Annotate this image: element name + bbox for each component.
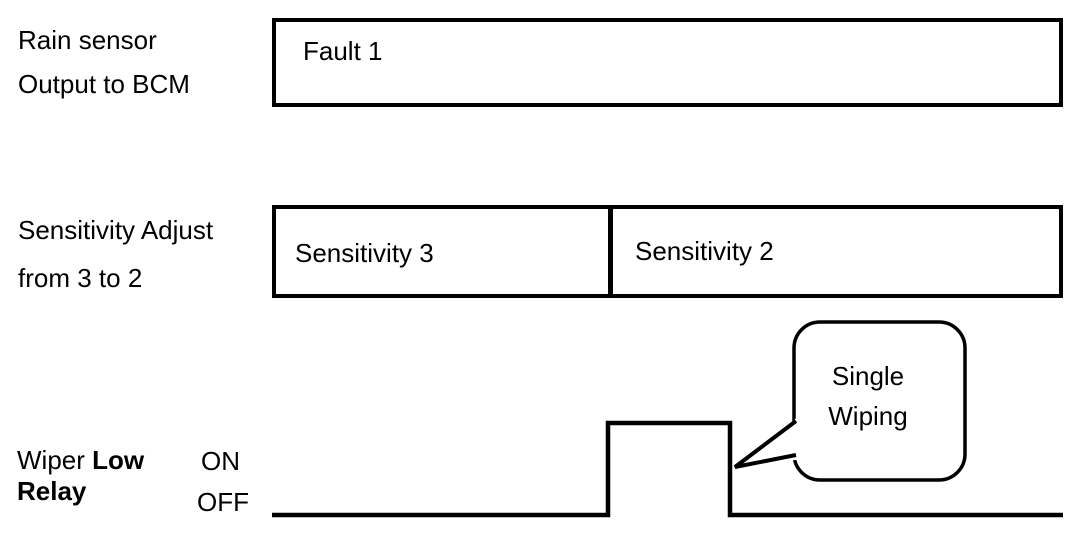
sensitivity-label-line2: from 3 to 2 [18,263,143,293]
relay-off-level-label: OFF [197,487,249,517]
single-wiping-callout: Single Wiping [782,356,954,436]
sensitivity-signal-box [272,205,1063,298]
fault-signal-box [272,18,1063,107]
wiper-relay-label-word2: Low [92,445,145,475]
sensitivity-label-line1: Sensitivity Adjust [18,215,214,245]
rain-sensor-label-line1: Rain sensor [18,25,157,55]
fault-state-label: Fault 1 [303,36,383,66]
callout-text-line2: Wiping [828,401,908,431]
sensitivity-transition-divider [608,209,613,294]
sensitivity-2-label: Sensitivity 2 [635,236,774,266]
wiper-relay-label-line1: Wiper Low [17,447,144,473]
rain-sensor-label-line2: Output to BCM [18,69,190,99]
callout-tail-outline [733,419,798,469]
sensitivity-3-label: Sensitivity 3 [295,238,434,268]
callout-text-line1: Single [831,361,905,391]
relay-on-level-label: ON [201,446,240,476]
wiper-relay-label-line2: Relay [17,476,87,506]
callout-bubble-shape [792,320,967,482]
wiper-relay-signal-trace [272,420,1063,518]
wiper-relay-label-word1: Wiper [17,445,85,475]
